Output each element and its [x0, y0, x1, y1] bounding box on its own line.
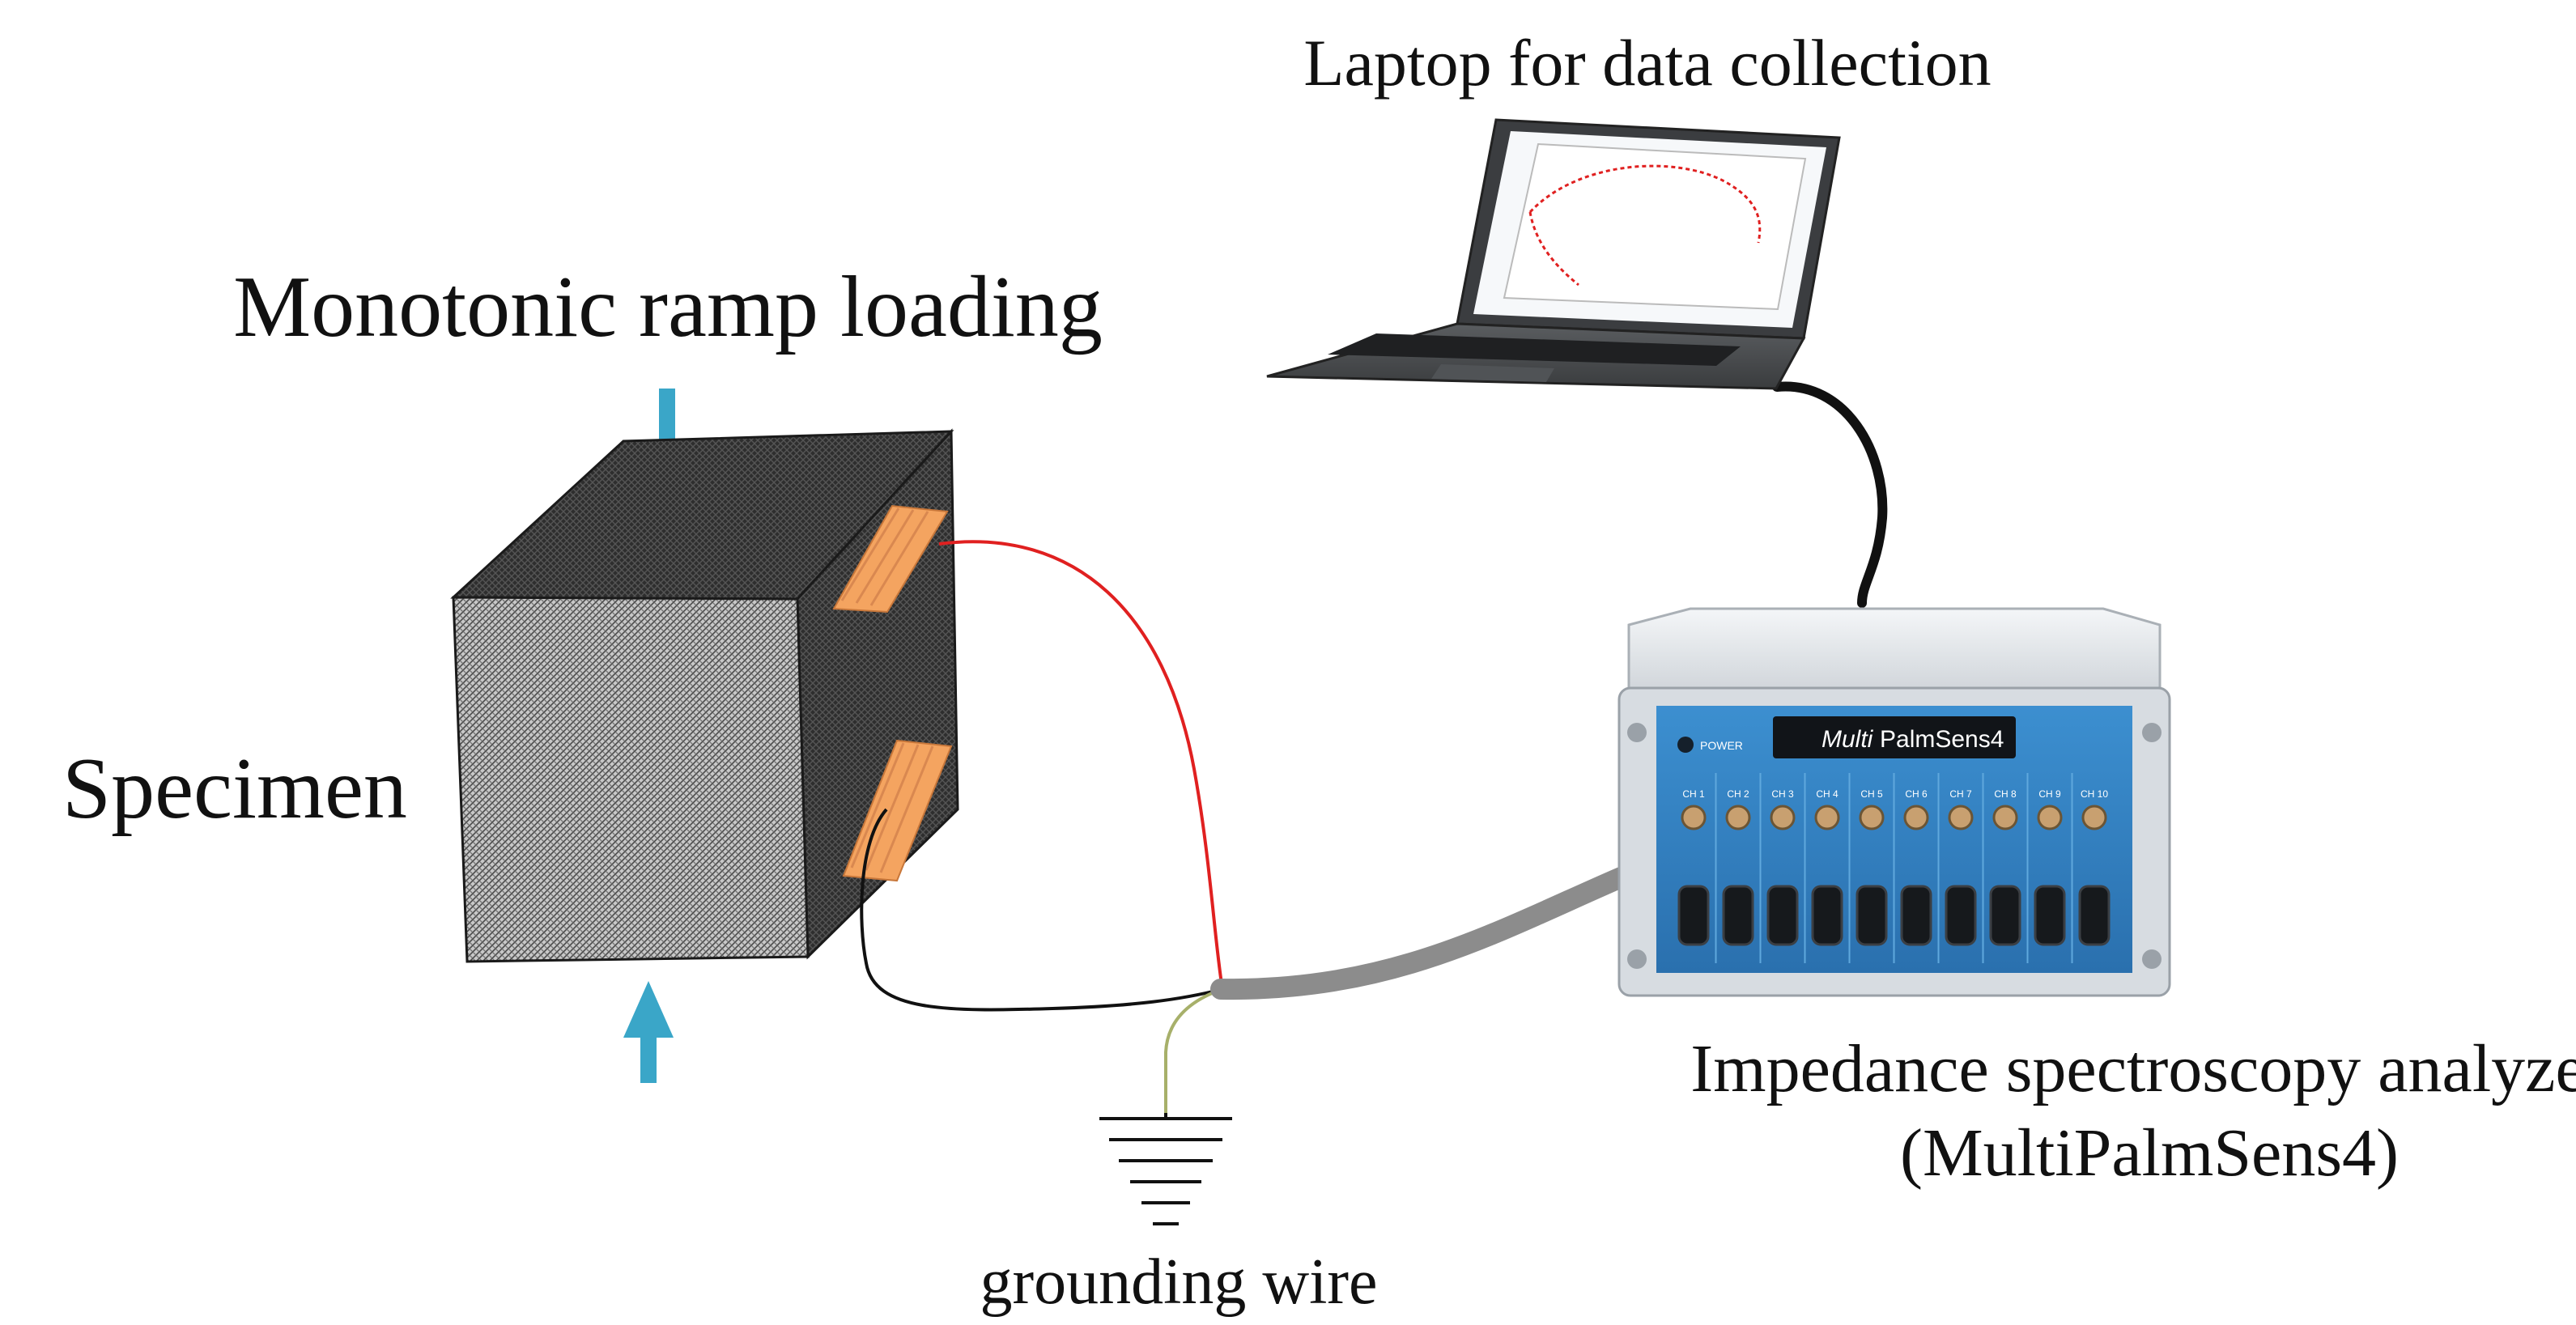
- bnc-connector[interactable]: [1725, 805, 1751, 830]
- channel-label: CH 5: [1860, 788, 1883, 800]
- specimen-label: Specimen: [62, 741, 407, 837]
- ground-symbol: [1099, 1113, 1232, 1225]
- laptop-touchpad: [1431, 364, 1554, 382]
- channel-label: CH 10: [2081, 788, 2108, 800]
- lemo-connector[interactable]: [2034, 885, 2066, 946]
- ground-label: grounding wire: [980, 1246, 1377, 1318]
- channel-4: CH 4: [1804, 773, 1843, 963]
- device-brand-name: PalmSens4: [1880, 726, 2004, 753]
- bnc-connector[interactable]: [1903, 805, 1929, 830]
- analyzer-label: Impedance spectroscopy analyzer: [1690, 1031, 2576, 1106]
- electrode-upper: [832, 504, 949, 614]
- channel-array: CH 1 CH 2 CH 3 CH 4 CH 5 CH 6 CH 7 CH 8 CH 9 CH 1…: [1677, 773, 2111, 963]
- lemo-connector[interactable]: [2078, 885, 2111, 946]
- analyzer-model-label: (MultiPalmSens4): [1900, 1115, 2399, 1191]
- channel-3: CH 3: [1759, 773, 1799, 963]
- channel-label: CH 6: [1905, 788, 1928, 800]
- channel-1: CH 1: [1677, 788, 1710, 946]
- bnc-connector[interactable]: [2081, 805, 2107, 830]
- red-wire: [938, 540, 1224, 990]
- specimen-cube: [450, 428, 959, 963]
- channel-5: CH 5: [1848, 773, 1888, 963]
- lemo-connector[interactable]: [1900, 885, 1932, 946]
- channel-7: CH 7: [1937, 773, 1977, 963]
- power-indicator: [1677, 737, 1694, 753]
- channel-label: CH 8: [1994, 788, 2017, 800]
- lemo-connector[interactable]: [1766, 885, 1799, 946]
- load-arrow-bottom: [623, 981, 674, 1083]
- bnc-connector[interactable]: [1859, 805, 1885, 830]
- channel-label: CH 4: [1816, 788, 1838, 800]
- lemo-connector[interactable]: [1989, 885, 2021, 946]
- channel-8: CH 8: [1982, 773, 2021, 963]
- channel-2: CH 2: [1715, 773, 1754, 963]
- usb-cable: [1772, 381, 1888, 608]
- channel-label: CH 9: [2038, 788, 2061, 800]
- bnc-connector[interactable]: [1992, 805, 2018, 830]
- channel-label: CH 3: [1771, 788, 1794, 800]
- loading-label: Monotonic ramp loading: [233, 259, 1103, 355]
- bnc-connector[interactable]: [1814, 805, 1840, 830]
- channel-label: CH 1: [1682, 788, 1705, 800]
- bnc-connector[interactable]: [2037, 805, 2063, 830]
- lemo-connector[interactable]: [1855, 885, 1888, 946]
- device-brand-plate: [1773, 716, 2016, 758]
- cube-front-face: [452, 596, 810, 963]
- bnc-connector[interactable]: [1681, 805, 1707, 830]
- lemo-connector[interactable]: [1945, 885, 1977, 946]
- laptop-keyboard: [1328, 333, 1741, 366]
- black-wire: [860, 808, 1223, 1012]
- channel-label: CH 2: [1727, 788, 1749, 800]
- channel-9: CH 9: [2026, 773, 2066, 963]
- power-label: POWER: [1700, 739, 1743, 752]
- bnc-connector[interactable]: [1770, 805, 1796, 830]
- device-top: [1627, 607, 2162, 696]
- bnc-connector[interactable]: [1948, 805, 1974, 830]
- device-brand-prefix: Multi: [1821, 726, 1874, 753]
- channel-6: CH 6: [1893, 773, 1932, 963]
- laptop: [1266, 118, 1841, 390]
- laptop-label: Laptop for data collection: [1303, 26, 1991, 100]
- lemo-connector[interactable]: [1811, 885, 1843, 946]
- channel-10: CH 10: [2071, 773, 2111, 963]
- screen-plot-curve: [1528, 164, 1762, 244]
- channel-label: CH 7: [1949, 788, 1972, 800]
- lemo-connector[interactable]: [1722, 885, 1754, 946]
- ground-wire: [1164, 987, 1223, 1117]
- lemo-connector[interactable]: [1677, 885, 1710, 946]
